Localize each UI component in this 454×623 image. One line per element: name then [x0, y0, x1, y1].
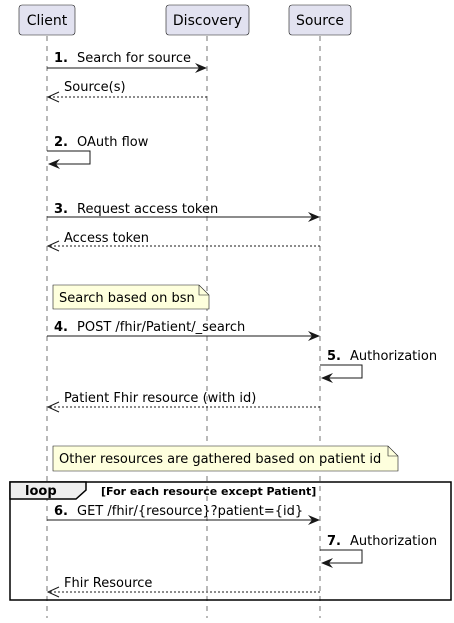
note-other-resources: Other resources are gathered based on pa…	[52, 445, 399, 472]
message-3: 3. Request access token	[47, 202, 320, 222]
loop-fragment: loop [For each resource except Patient]	[9, 481, 452, 601]
message-access-token-label: Access token	[64, 231, 149, 246]
participant-source: Source	[288, 4, 352, 36]
message-source-reply-label: Source(s)	[64, 80, 126, 95]
message-4-number: 4.	[54, 320, 68, 335]
message-fhir-resource-label: Fhir Resource	[64, 576, 152, 591]
message-4: 4. POST /fhir/Patient/_search	[47, 320, 320, 341]
arrowhead	[321, 373, 333, 383]
arrowhead	[321, 558, 333, 568]
message-7-number: 7.	[327, 534, 341, 549]
loop-condition: [For each resource except Patient]	[101, 485, 316, 498]
arrowhead	[308, 212, 320, 222]
loop-keyword: loop	[25, 484, 57, 499]
note-other-resources-text: Other resources are gathered based on pa…	[59, 452, 381, 467]
message-3-label: Request access token	[77, 202, 218, 217]
message-6-number: 6.	[54, 504, 68, 519]
message-1-number: 1.	[54, 51, 68, 66]
message-1: 1. Search for source	[47, 51, 207, 73]
participant-discovery: Discovery	[165, 4, 250, 36]
message-patient-resource-label: Patient Fhir resource (with id)	[64, 391, 256, 406]
message-7-label: Authorization	[350, 534, 437, 549]
participant-discovery-label: Discovery	[173, 13, 242, 29]
arrowhead	[308, 331, 320, 341]
message-source-reply: Source(s)	[46, 80, 207, 103]
message-5: 5. Authorization	[320, 349, 437, 383]
loop-label-tab	[9, 481, 87, 500]
arrowhead-open	[46, 586, 60, 598]
message-6: 6. GET /fhir/{resource}?patient={id}	[47, 504, 320, 525]
message-7: 7. Authorization	[320, 534, 437, 568]
note-search-bsn-text: Search based on bsn	[59, 291, 195, 306]
arrowhead-open	[46, 240, 60, 252]
message-2-label: OAuth flow	[77, 135, 149, 150]
note-search-bsn: Search based on bsn	[52, 284, 210, 310]
message-6-label: GET /fhir/{resource}?patient={id}	[77, 504, 303, 519]
message-access-token-reply: Access token	[46, 231, 320, 252]
message-5-number: 5.	[327, 349, 341, 364]
participant-client: Client	[18, 4, 76, 36]
arrowhead	[48, 159, 60, 169]
message-5-label: Authorization	[350, 349, 437, 364]
participant-source-label: Source	[296, 13, 344, 29]
arrowhead-open	[46, 401, 60, 413]
message-fhir-resource-reply: Fhir Resource	[46, 576, 320, 598]
arrowhead	[195, 63, 207, 73]
message-1-label: Search for source	[77, 51, 191, 66]
message-4-label: POST /fhir/Patient/_search	[77, 320, 245, 335]
message-patient-resource-reply: Patient Fhir resource (with id)	[46, 391, 320, 413]
message-3-number: 3.	[54, 202, 68, 217]
message-2-number: 2.	[54, 135, 68, 150]
participant-client-label: Client	[27, 13, 68, 29]
message-2: 2. OAuth flow	[47, 135, 149, 169]
loop-frame	[9, 481, 452, 601]
arrowhead	[308, 515, 320, 525]
arrowhead-open	[46, 91, 60, 103]
